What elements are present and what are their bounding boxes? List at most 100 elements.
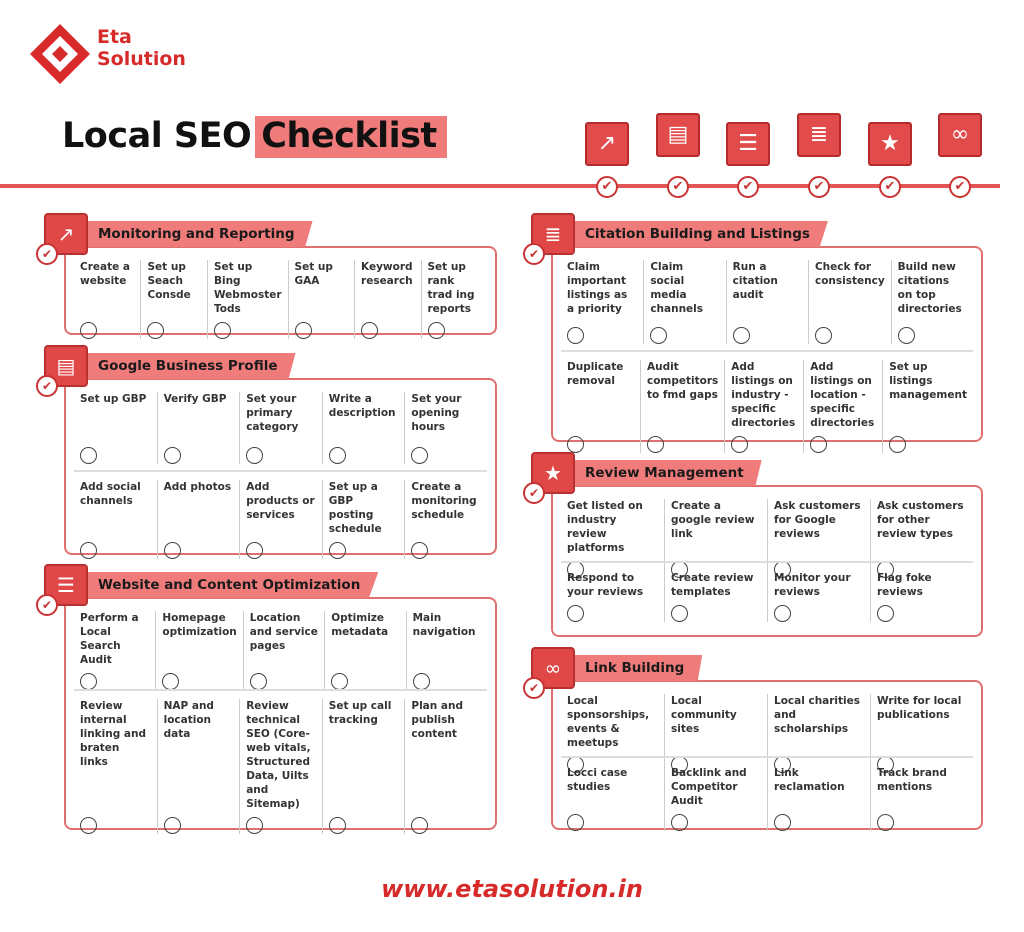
checklist-item-label: Backlink and Competitor Audit: [671, 767, 747, 807]
brand-name: Eta Solution: [97, 26, 186, 70]
checklist-item: Review internal linking and braten links: [74, 699, 157, 834]
checklist-item-label: NAP and location data: [163, 700, 214, 740]
checkbox-circle[interactable]: [246, 447, 264, 464]
checklist-item: Create a monitoring schedule: [404, 480, 487, 559]
checklist-item-label: Verify GBP: [163, 393, 227, 405]
checklist-item-label: Local community sites: [671, 695, 737, 735]
checkbox-circle[interactable]: [412, 673, 430, 690]
checkbox-circle[interactable]: [213, 322, 231, 339]
checkbox-circle[interactable]: [814, 327, 832, 344]
checkbox-circle[interactable]: [162, 673, 180, 690]
checklist-item-label: Get listed on industry review platforms: [567, 500, 643, 554]
checkbox-circle[interactable]: [80, 322, 97, 339]
checklist-item-label: Create a website: [80, 261, 130, 287]
checklist-item-label: Set up listings management: [889, 361, 967, 401]
checklist-row: Perform a Local Search Audit Homepage opt…: [74, 611, 487, 690]
checklist-item-label: Set up GAA: [294, 261, 333, 287]
checkbox-circle[interactable]: [567, 814, 584, 831]
checkbox-circle[interactable]: [80, 673, 97, 690]
checkbox-circle[interactable]: [774, 814, 791, 831]
checkbox-circle[interactable]: [163, 447, 181, 464]
checkbox-circle[interactable]: [810, 436, 828, 453]
section-monitoring: Create a website Set up Seach Consde Set u…: [36, 213, 497, 339]
checklist-item-label: Monitor your reviews: [774, 572, 851, 598]
section-title: Google Business Profile: [64, 353, 296, 379]
checkbox-circle[interactable]: [249, 673, 267, 690]
checkbox-circle[interactable]: [411, 542, 429, 559]
checklist-item-label: Set up Seach Consde: [147, 261, 191, 301]
checklist-item-label: Claim social media channels: [650, 261, 704, 315]
checkbox-circle[interactable]: [567, 436, 584, 453]
section-title: Website and Content Optimization: [64, 572, 379, 598]
checkbox-circle[interactable]: [877, 814, 894, 831]
checklist-item-label: Audit competitors to fmd gaps: [646, 361, 719, 401]
checkbox-circle[interactable]: [411, 447, 429, 464]
checkmark-icon: ✔: [667, 176, 689, 198]
checklist-item: Get listed on industry review platforms: [561, 499, 664, 578]
checklist-item: Ask customers for Google reviews: [767, 499, 870, 578]
checklist-item-label: Create review templates: [671, 572, 754, 598]
checklist-item: Set up Seach Consde: [140, 260, 206, 339]
checklist-item: Set your opening hours: [404, 392, 487, 464]
checklist-item: Set your primary category: [239, 392, 322, 464]
checklist-item-label: Add social channels: [80, 481, 141, 507]
checkbox-circle[interactable]: [731, 436, 749, 453]
checkbox-circle[interactable]: [732, 327, 750, 344]
checklist-row: Create a website Set up Seach Consde Set u…: [74, 260, 487, 339]
checklist-item: Set up call tracking: [321, 699, 405, 834]
checkbox-circle[interactable]: [163, 542, 181, 559]
checklist-item: Claim social media channels: [643, 260, 725, 344]
checkbox-circle[interactable]: [80, 542, 97, 559]
checkbox-circle[interactable]: [650, 327, 668, 344]
checkbox-circle[interactable]: [328, 542, 346, 559]
checkbox-circle[interactable]: [411, 817, 429, 834]
checkbox-circle[interactable]: [427, 322, 445, 339]
checklist-item-label: Build new citations on top directories: [897, 261, 962, 315]
checkbox-circle[interactable]: [80, 447, 97, 464]
checklist-item-label: Add listings on industry -specific direc…: [731, 361, 796, 429]
checkbox-circle[interactable]: [80, 817, 97, 834]
checklist-item-label: Perform a Local Search Audit: [80, 612, 139, 666]
checklist-item: Audit competitors to fmd gaps: [639, 360, 724, 453]
checkmark-icon: ✔: [949, 176, 971, 198]
checklist-item: Review technical SEO (Core-web vitals, S…: [239, 699, 322, 834]
checkbox-circle[interactable]: [246, 817, 264, 834]
checklist-item: Set up GAA: [287, 260, 354, 339]
section-title: Citation Building and Listings: [551, 221, 828, 247]
section-website: Perform a Local Search Audit Homepage opt…: [36, 564, 497, 834]
checkbox-circle[interactable]: [147, 322, 165, 339]
checkbox-circle[interactable]: [897, 327, 915, 344]
checklist-item: Claim important listings as a priority: [561, 260, 643, 344]
checklist-item-label: Link reclamation: [774, 767, 845, 793]
checklist-item-label: Review internal linking and braten links: [80, 700, 146, 768]
checklist-item-label: Track brand mentions: [877, 767, 947, 793]
checklist-item: Homepage optimization: [155, 611, 242, 690]
checkbox-circle[interactable]: [567, 327, 584, 344]
checkbox-circle[interactable]: [328, 817, 346, 834]
checkbox-circle[interactable]: [671, 605, 688, 622]
checkbox-circle[interactable]: [671, 814, 688, 831]
checklist-item-label: Set up a GBP posting schedule: [328, 481, 382, 535]
checkbox-circle[interactable]: [567, 605, 584, 622]
checkbox-circle[interactable]: [163, 817, 181, 834]
checkbox-circle[interactable]: [646, 436, 664, 453]
checkbox-circle[interactable]: [246, 542, 264, 559]
checkbox-circle[interactable]: [294, 322, 312, 339]
checkmark-icon: ✔: [879, 176, 901, 198]
checkbox-circle[interactable]: [889, 436, 907, 453]
checkbox-circle[interactable]: [361, 322, 379, 339]
checklist-item-label: Run a citation audit: [732, 261, 778, 301]
checklist-item-label: Locci case studies: [567, 767, 628, 793]
footer-url[interactable]: www.etasolution.in: [381, 875, 643, 903]
checklist-item: Track brand mentions: [870, 766, 973, 831]
checkbox-circle[interactable]: [328, 447, 346, 464]
checkbox-circle[interactable]: [774, 605, 791, 622]
checklist-item: Set up Bing Webmoster Tods: [206, 260, 288, 339]
checkbox-circle[interactable]: [331, 673, 349, 690]
checklist-item: Write for local publications: [870, 694, 973, 773]
checkbox-circle[interactable]: [877, 605, 894, 622]
